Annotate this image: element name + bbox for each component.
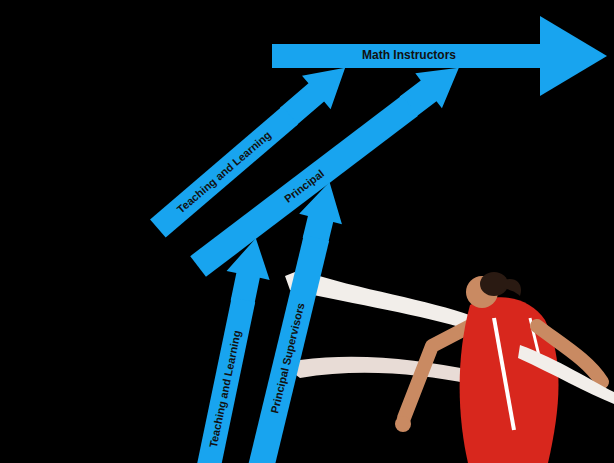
arrow-label: Math Instructors (362, 49, 456, 62)
runner-hair (504, 279, 521, 296)
runner-torso (460, 297, 559, 463)
finish-ribbon (292, 357, 472, 384)
arrow-label: Principal Supervisors (268, 302, 306, 415)
arrow-shape: Principal Supervisors (245, 235, 328, 463)
runner-hand (395, 416, 411, 432)
runner-hair (480, 272, 508, 296)
arrow-label: Teaching and Learning (175, 128, 274, 215)
arrow-head (540, 16, 607, 96)
arrow-label: Principal (282, 167, 326, 205)
arrow-shape: Math Instructors (272, 44, 546, 68)
arrow-label: Teaching and Learning (206, 329, 242, 449)
arrow-shape: Teaching and Learning (194, 298, 254, 463)
runner-stripe (494, 318, 514, 430)
finish-ribbon (518, 345, 614, 404)
